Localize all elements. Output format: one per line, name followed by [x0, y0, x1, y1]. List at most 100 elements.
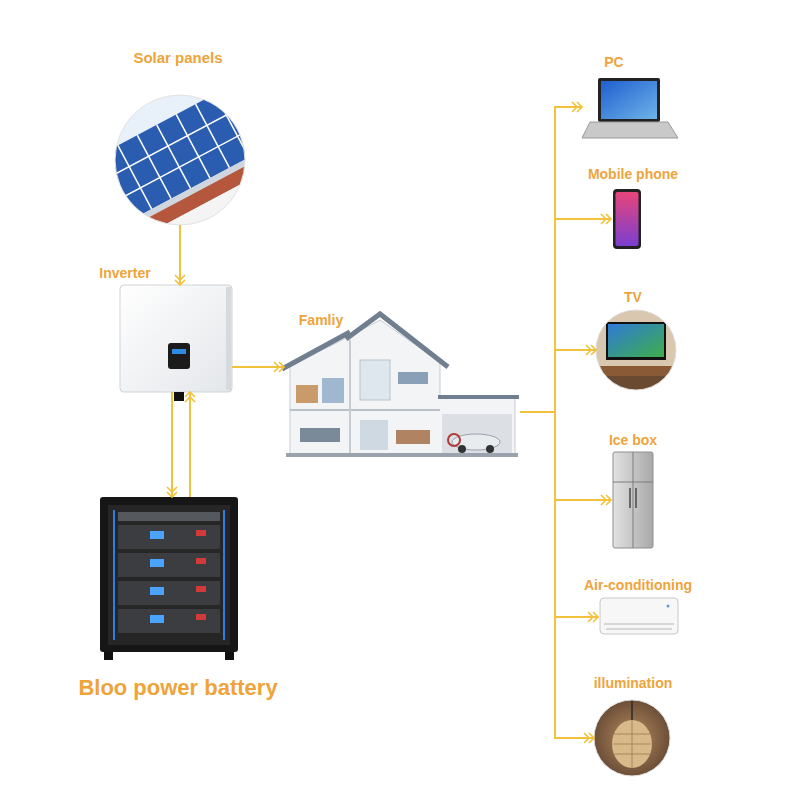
- art-part: [598, 78, 660, 122]
- tv-photo: [596, 310, 676, 390]
- art-part: [633, 452, 634, 482]
- art-part: [150, 587, 164, 595]
- art-part: [596, 310, 676, 390]
- battery-cabinet: [100, 497, 238, 660]
- power-flow-line: [232, 366, 284, 368]
- art-part: [613, 189, 641, 249]
- air-conditioner-icon: [600, 598, 678, 634]
- art-part: [606, 629, 672, 630]
- art-part: [100, 497, 238, 652]
- solar-photo: [81, 67, 328, 282]
- node-label: Solar panels: [133, 49, 222, 66]
- art-part: [398, 372, 428, 384]
- art-part: [601, 81, 657, 119]
- node-label: Mobile phone: [588, 166, 678, 182]
- art-part: [225, 652, 234, 660]
- fridge-icon: [613, 452, 653, 548]
- inverter-unit: [120, 285, 232, 401]
- art-part: [632, 720, 633, 768]
- power-flow-line: [520, 412, 594, 738]
- art-part: [282, 332, 350, 369]
- art-part: [290, 409, 440, 411]
- art-part: [176, 114, 210, 178]
- power-flow-line: [171, 392, 173, 497]
- node-label: Inverter: [99, 265, 150, 281]
- solar-frame: [115, 95, 245, 225]
- solar-node: Solar panels: [115, 95, 245, 225]
- node-label: Air-conditioning: [584, 577, 692, 593]
- art-part: [124, 148, 328, 282]
- art-part: [396, 430, 430, 444]
- art-part: [196, 614, 206, 620]
- art-part: [223, 510, 225, 640]
- node-label: PC: [604, 54, 623, 70]
- art-part: [606, 322, 666, 360]
- art-part: [92, 88, 277, 187]
- power-flow-line: [520, 219, 611, 412]
- power-flow-line: [189, 392, 191, 497]
- battery-node: Bloo power battery: [100, 497, 238, 657]
- appliance-node: PC: [582, 75, 678, 139]
- art-part: [234, 83, 268, 147]
- art-part: [349, 340, 351, 455]
- art-part: [296, 385, 318, 403]
- art-part: [81, 67, 328, 282]
- inverter-node: Inverter: [120, 285, 232, 392]
- art-part: [157, 125, 191, 189]
- art-part: [113, 510, 115, 640]
- appliance-node: Ice box: [611, 451, 655, 549]
- art-part: [118, 581, 220, 605]
- lamp-frame: [594, 700, 670, 776]
- power-flow-line: [520, 350, 596, 412]
- tv-frame: [596, 310, 676, 390]
- art-part: [633, 482, 634, 548]
- art-part: [442, 414, 512, 454]
- art-part: [448, 434, 460, 446]
- art-part: [196, 586, 206, 592]
- appliance-node: Air-conditioning: [598, 596, 680, 638]
- art-part: [613, 452, 653, 548]
- node-label: TV: [624, 289, 642, 305]
- art-part: [629, 488, 631, 508]
- lamp-photo: [594, 700, 670, 776]
- node-label: Ice box: [609, 432, 657, 448]
- art-part: [196, 104, 230, 168]
- art-part: [600, 366, 672, 376]
- art-part: [346, 314, 448, 367]
- art-part: [226, 287, 231, 390]
- art-part: [120, 285, 232, 392]
- art-part: [174, 392, 184, 401]
- phone-icon: [613, 189, 641, 249]
- art-part: [172, 349, 186, 354]
- art-part: [486, 445, 494, 453]
- art-part: [667, 605, 670, 608]
- art-part: [118, 525, 220, 549]
- art-part: [604, 624, 674, 625]
- art-part: [608, 324, 664, 357]
- art-part: [118, 609, 220, 633]
- art-part: [118, 512, 220, 521]
- house-picture: [282, 314, 519, 457]
- power-flow-line: [520, 107, 582, 412]
- art-part: [322, 378, 344, 403]
- appliance-node: TV: [596, 310, 676, 390]
- art-part: [594, 700, 670, 776]
- art-part: [438, 395, 519, 399]
- art-part: [616, 192, 639, 246]
- art-part: [612, 720, 652, 768]
- art-part: [286, 453, 518, 457]
- node-label: Famliy: [299, 312, 343, 328]
- art-part: [300, 428, 340, 442]
- art-part: [631, 700, 633, 720]
- art-part: [600, 598, 678, 634]
- appliance-node: illumination: [594, 700, 670, 776]
- art-part: [118, 145, 152, 209]
- power-flow-line: [179, 225, 181, 285]
- art-part: [196, 558, 206, 564]
- art-part: [137, 135, 171, 199]
- art-part: [582, 122, 678, 138]
- node-label: Bloo power battery: [78, 675, 277, 700]
- art-part: [168, 343, 190, 369]
- art-part: [196, 530, 206, 536]
